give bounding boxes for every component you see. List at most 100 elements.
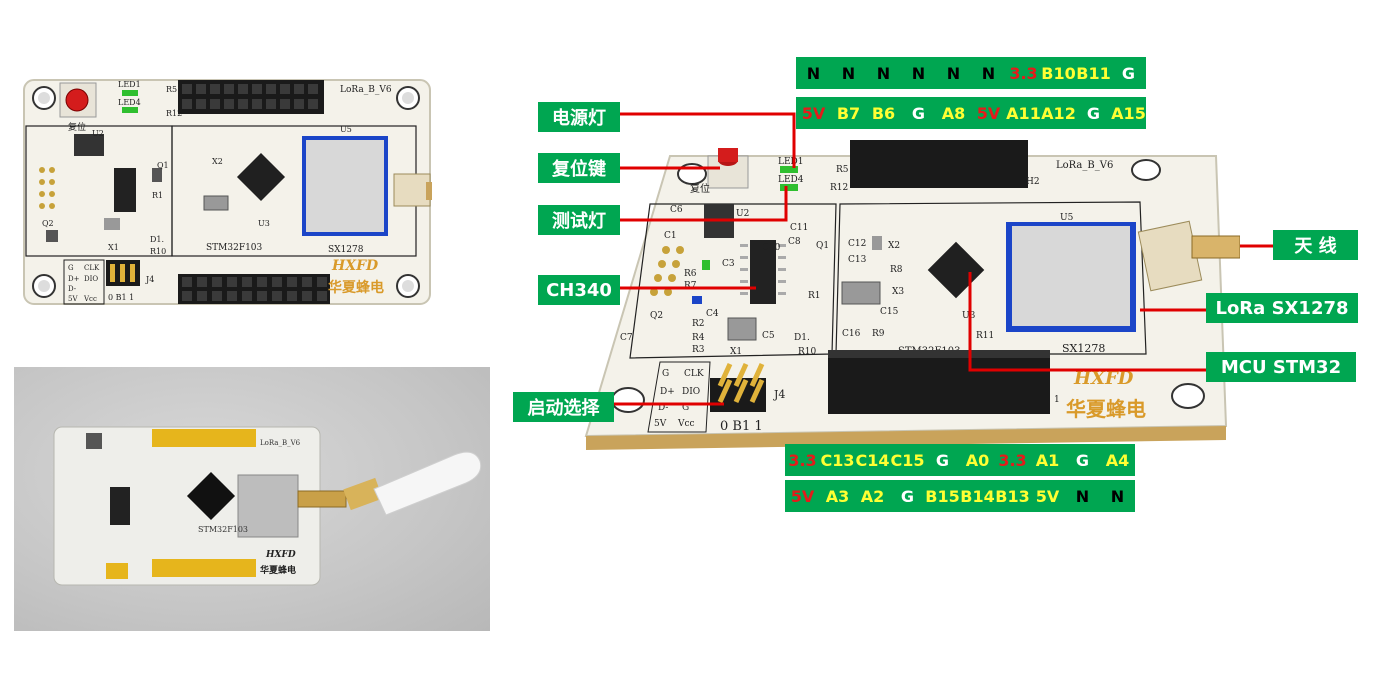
svg-text:R7: R7 [684, 281, 697, 291]
svg-text:LoRa_B_V6: LoRa_B_V6 [1056, 160, 1113, 171]
svg-text:Vcc: Vcc [677, 419, 695, 429]
svg-text:H2: H2 [1026, 177, 1040, 187]
callout-antenna: 天 线 [1273, 230, 1358, 260]
svg-text:C8: C8 [788, 237, 801, 247]
svg-text:R10: R10 [798, 347, 817, 357]
pin-label: N [1110, 486, 1125, 506]
reset-label: 复位 [68, 121, 86, 133]
callout-boot-select: 启动选择 [513, 392, 614, 422]
svg-text:STM32F103: STM32F103 [198, 525, 248, 534]
svg-text:G: G [682, 403, 689, 413]
svg-text:5V: 5V [654, 419, 667, 429]
svg-text:U2: U2 [736, 209, 749, 219]
svg-text:U5: U5 [1060, 213, 1074, 223]
pin-label: A3 [825, 486, 850, 506]
svg-text:R12: R12 [830, 183, 848, 193]
svg-text:U3: U3 [258, 219, 270, 228]
svg-text:X3: X3 [892, 287, 904, 297]
callout-ch340: CH340 [538, 275, 620, 305]
svg-text:U5: U5 [340, 125, 352, 134]
callout-power-led: 电源灯 [538, 102, 620, 132]
pin-label: 5V [801, 103, 826, 123]
svg-text:C16: C16 [842, 329, 861, 339]
svg-text:C7: C7 [620, 333, 633, 343]
pin-label: 5V [1035, 486, 1060, 506]
svg-text:复位: 复位 [690, 182, 710, 195]
svg-text:R5: R5 [836, 165, 849, 175]
pin-label: A4 [1105, 450, 1130, 470]
svg-text:LED1: LED1 [778, 157, 804, 167]
lora-silk: SX1278 [328, 245, 364, 255]
pin-label: C13 [820, 450, 855, 470]
svg-text:C4: C4 [706, 309, 719, 319]
mcu-silk: STM32F103 [206, 243, 263, 253]
svg-text:C15: C15 [880, 307, 899, 317]
svg-text:X1: X1 [108, 243, 119, 252]
svg-text:D-: D- [68, 285, 77, 293]
pin-label: A12 [1041, 103, 1076, 123]
pin-label: A2 [860, 486, 885, 506]
svg-text:R4: R4 [692, 333, 705, 343]
svg-text:X2: X2 [212, 157, 223, 166]
pin-label: G [1121, 63, 1136, 83]
svg-text:C13: C13 [848, 255, 867, 265]
svg-text:R11: R11 [976, 331, 994, 341]
board-name: LoRa_B_V6 [340, 85, 392, 95]
pin-label: B14 [960, 486, 995, 506]
svg-text:D+: D+ [660, 387, 675, 397]
svg-text:CLK: CLK [84, 264, 100, 272]
svg-text:LoRa_B_V6: LoRa_B_V6 [260, 439, 301, 447]
svg-text:0 B1 1: 0 B1 1 [108, 293, 134, 302]
svg-text:R6: R6 [684, 269, 697, 279]
pin-label: N [841, 63, 856, 83]
svg-text:Q2: Q2 [650, 311, 663, 321]
svg-text:D+: D+ [68, 275, 80, 283]
svg-text:C3: C3 [722, 259, 735, 269]
svg-text:R1: R1 [152, 191, 163, 200]
svg-text:J4: J4 [145, 275, 154, 284]
svg-text:华夏蜂电: 华夏蜂电 [1066, 397, 1146, 421]
svg-text:X2: X2 [888, 241, 900, 251]
svg-text:DIO: DIO [682, 387, 700, 397]
pin-label: B10 [1041, 63, 1076, 83]
pin-label: N [806, 63, 821, 83]
pin-label: N [981, 63, 996, 83]
pin-label: G [900, 486, 915, 506]
svg-text:DIO: DIO [84, 275, 98, 283]
pin-label: G [1075, 450, 1090, 470]
svg-text:D1.: D1. [794, 333, 810, 343]
svg-text:J4: J4 [773, 388, 785, 401]
svg-text:G: G [68, 264, 74, 272]
pin-label: G [1086, 103, 1101, 123]
svg-text:C1: C1 [664, 231, 677, 241]
pin-label: 5V [976, 103, 1001, 123]
pin-label: B11 [1076, 63, 1111, 83]
svg-text:C6: C6 [670, 205, 683, 215]
svg-text:X1: X1 [730, 347, 742, 357]
svg-text:R3: R3 [692, 345, 705, 355]
svg-text:R1: R1 [808, 291, 821, 301]
callout-test-led: 测试灯 [538, 205, 620, 235]
svg-text:Vcc: Vcc [83, 295, 97, 303]
pin-label: B15 [925, 486, 960, 506]
svg-text:0 B1 1: 0 B1 1 [720, 419, 763, 434]
callout-mcu: MCU STM32 [1206, 352, 1356, 382]
pin-label: G [935, 450, 950, 470]
pin-label: A0 [965, 450, 990, 470]
svg-text:Q2: Q2 [42, 219, 54, 228]
pin-label: A15 [1111, 103, 1146, 123]
callout-reset-key: 复位键 [538, 153, 620, 183]
svg-text:D-: D- [658, 403, 668, 413]
pin-label: 3.3 [788, 450, 817, 470]
svg-text:SX1278: SX1278 [1062, 342, 1105, 355]
pin-label: B7 [836, 103, 861, 123]
pin-label: N [876, 63, 891, 83]
svg-text:C12: C12 [848, 239, 866, 249]
brand-en: HXFD [331, 258, 379, 274]
svg-text:5V: 5V [68, 295, 78, 303]
svg-text:R12: R12 [166, 109, 182, 118]
board-angled-view: 复位 LED1 LED4 R5 R12 H2 LoRa_B_V6 U2 C6 C… [584, 140, 1240, 450]
pin-label: 5V [790, 486, 815, 506]
